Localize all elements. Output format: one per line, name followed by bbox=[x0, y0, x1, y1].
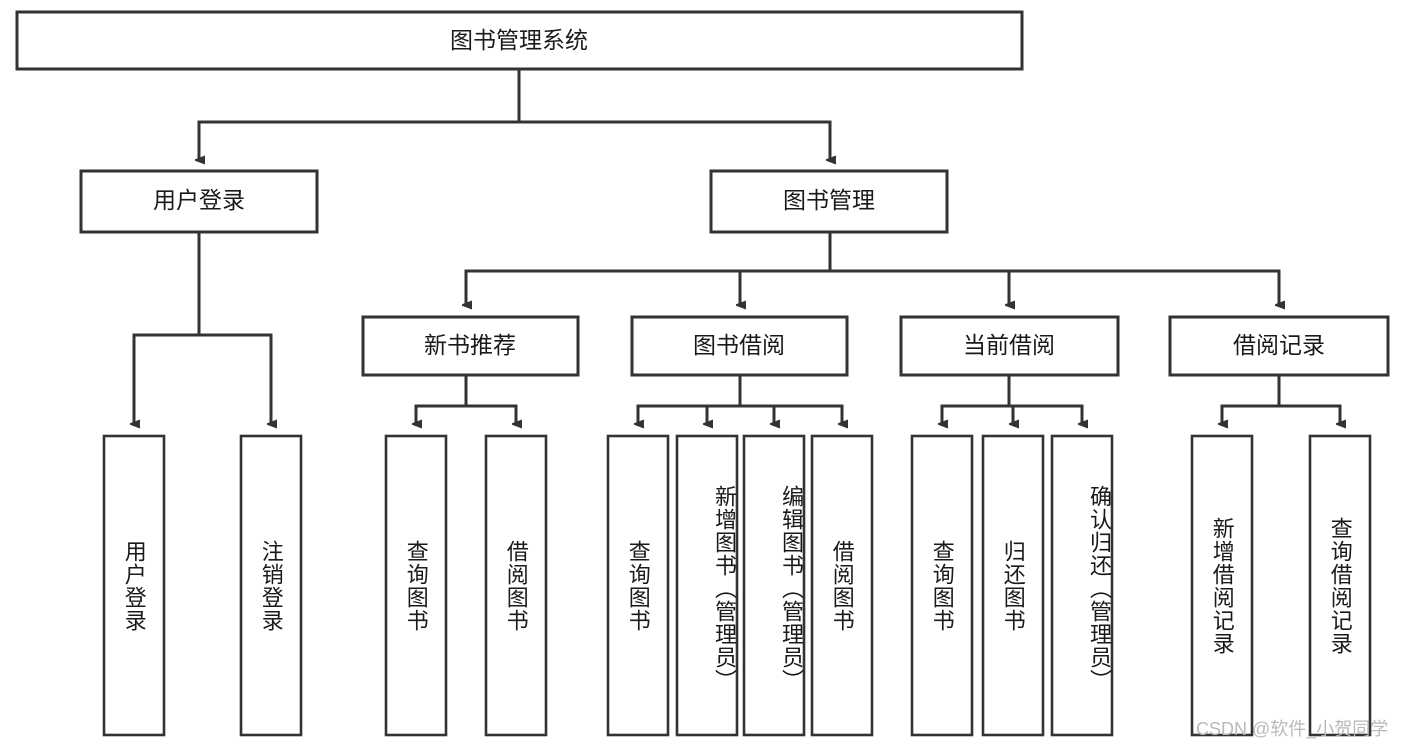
node-book-borrow[interactable]: 图书借阅 bbox=[630, 315, 849, 377]
node-new-book-recommend-box[interactable] bbox=[361, 315, 580, 377]
node-current-borrow-label: 当前借阅 bbox=[963, 332, 1055, 358]
leaf-box-user-login[interactable] bbox=[102, 434, 166, 737]
leaf-box-confirm-return-admin[interactable] bbox=[1050, 434, 1114, 737]
leaf-box-borrow-book[interactable] bbox=[810, 434, 874, 737]
connector-group-root bbox=[199, 67, 830, 160]
node-current-borrow[interactable]: 当前借阅 bbox=[899, 315, 1120, 377]
node-borrow-record-label: 借阅记录 bbox=[1233, 332, 1325, 358]
connector-group-book-borrow bbox=[638, 373, 842, 424]
node-book-manage[interactable]: 图书管理 bbox=[709, 169, 949, 234]
connector-group-new-book-recommend bbox=[416, 373, 516, 424]
csdn-watermark: CSDN @软件_小贺同学 bbox=[1196, 719, 1389, 739]
node-borrow-record-box[interactable] bbox=[1168, 315, 1390, 377]
node-user-login-box[interactable] bbox=[79, 169, 319, 234]
node-book-manage-box[interactable] bbox=[709, 169, 949, 234]
connector-group-book-manage bbox=[466, 230, 1279, 305]
leaf-box-add-book-admin[interactable] bbox=[675, 434, 739, 737]
node-user-login-label: 用户登录 bbox=[153, 187, 245, 213]
leaf-box-edit-book-admin[interactable] bbox=[742, 434, 806, 737]
connector-group-user-login bbox=[134, 230, 271, 424]
node-root-box[interactable] bbox=[15, 10, 1024, 71]
node-book-manage-label: 图书管理 bbox=[783, 187, 875, 213]
leaf-boxes bbox=[102, 434, 1372, 737]
leaf-box-query-book-current[interactable] bbox=[910, 434, 974, 737]
node-new-book-recommend-label: 新书推荐 bbox=[424, 332, 516, 358]
node-book-borrow-box[interactable] bbox=[630, 315, 849, 377]
leaf-box-return-book[interactable] bbox=[981, 434, 1045, 737]
connector-group-current-borrow bbox=[942, 373, 1082, 424]
leaf-box-logout-login[interactable] bbox=[239, 434, 303, 737]
node-root-label: 图书管理系统 bbox=[450, 27, 588, 53]
node-new-book-recommend[interactable]: 新书推荐 bbox=[361, 315, 580, 377]
leaf-box-borrow-book-recommend[interactable] bbox=[484, 434, 548, 737]
leaf-box-query-book-recommend[interactable] bbox=[384, 434, 448, 737]
leaf-box-query-borrow-record[interactable] bbox=[1308, 434, 1372, 737]
leaf-box-add-borrow-record[interactable] bbox=[1190, 434, 1254, 737]
node-current-borrow-box[interactable] bbox=[899, 315, 1120, 377]
node-root[interactable]: 图书管理系统 bbox=[15, 10, 1024, 71]
node-user-login[interactable]: 用户登录 bbox=[79, 169, 319, 234]
connector-group-borrow-record bbox=[1222, 373, 1340, 424]
leaf-box-query-book-borrow[interactable] bbox=[606, 434, 670, 737]
node-borrow-record[interactable]: 借阅记录 bbox=[1168, 315, 1390, 377]
node-book-borrow-label: 图书借阅 bbox=[693, 332, 785, 358]
